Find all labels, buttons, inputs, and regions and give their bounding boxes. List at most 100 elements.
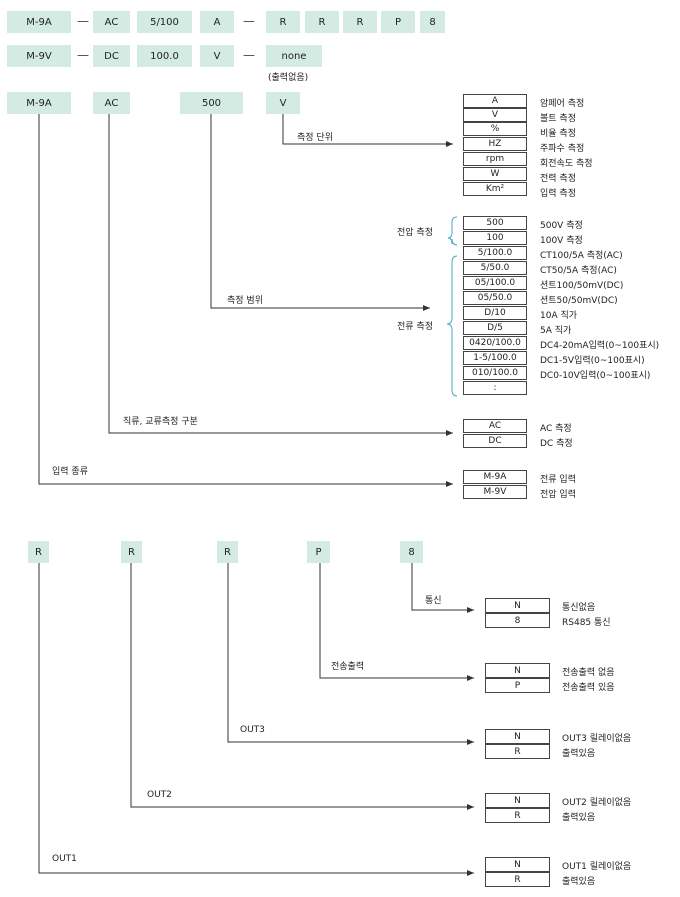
unit-cell: A — [463, 94, 527, 108]
code-chip: AC — [93, 11, 130, 33]
out3-chip: R — [217, 541, 238, 563]
voltage-label: 전압 측정 — [397, 228, 433, 238]
out2-label: OUT2 — [147, 790, 172, 800]
range-cell: 5/50.0 — [463, 261, 527, 275]
comm-line — [411, 562, 474, 613]
unit-chip: V — [266, 92, 300, 114]
out1-chip: R — [28, 541, 49, 563]
model-chip: M-9A — [7, 92, 71, 114]
unit-cell: % — [463, 122, 527, 136]
range-cell: D/5 — [463, 321, 527, 335]
acdc-desc: DC 측정 — [540, 439, 573, 449]
input-line — [38, 113, 453, 487]
unit-desc: 전력 측정 — [540, 174, 576, 184]
input-cell: M-9V — [463, 485, 527, 499]
code-chip: P — [381, 11, 415, 33]
range-desc: CT100/5A 측정(AC) — [540, 251, 623, 261]
unit-cell: Km² — [463, 182, 527, 196]
range-cell: 010/100.0 — [463, 366, 527, 380]
out1-line — [38, 562, 474, 876]
unit-desc: 주파수 측정 — [540, 144, 585, 154]
current-label: 전류 측정 — [397, 322, 433, 332]
range-desc: DC1-5V입력(0~100표시) — [540, 356, 645, 366]
unit-line — [282, 113, 453, 147]
trans-line — [319, 562, 474, 681]
comm-label: 통신 — [425, 596, 442, 606]
range-cell: 500 — [463, 216, 527, 230]
trans-cell: P — [485, 678, 550, 693]
out1-cell: N — [485, 857, 550, 872]
code-chip: R — [305, 11, 339, 33]
acdc-line — [108, 113, 453, 436]
dash: — — [77, 14, 89, 28]
code-chip: 8 — [420, 11, 445, 33]
out2-cell: N — [485, 793, 550, 808]
code-chip: V — [200, 45, 234, 67]
code-chip: R — [343, 11, 377, 33]
out2-chip: R — [121, 541, 142, 563]
out2-line — [130, 562, 474, 810]
out2-desc: 출력있음 — [562, 813, 596, 823]
range-line — [210, 113, 430, 311]
comm-chip: 8 — [400, 541, 423, 563]
unit-cell: HZ — [463, 137, 527, 151]
unit-desc: 볼트 측정 — [540, 114, 576, 124]
code-chip: A — [200, 11, 234, 33]
range-desc: 션트100/50mV(DC) — [540, 281, 624, 291]
code-chip: M-9V — [7, 45, 71, 67]
range-desc: 션트50/50mV(DC) — [540, 296, 618, 306]
acdc-label: 직류, 교류측정 구분 — [123, 417, 198, 427]
out1-desc: 출력있음 — [562, 877, 596, 887]
trans-chip: P — [307, 541, 330, 563]
out1-desc: OUT1 릴레이없음 — [562, 862, 632, 872]
range-cell: 05/100.0 — [463, 276, 527, 290]
range-desc: 10A 직가 — [540, 311, 578, 321]
code-chip: 100.0 — [137, 45, 192, 67]
dash: — — [77, 48, 89, 62]
out2-cell: R — [485, 808, 550, 823]
out1-cell: R — [485, 872, 550, 887]
unit-desc: 입력 측정 — [540, 189, 576, 199]
out3-cell: N — [485, 729, 550, 744]
code-chip: M-9A — [7, 11, 71, 33]
unit-desc: 비율 측정 — [540, 129, 576, 139]
unit-cell: rpm — [463, 152, 527, 166]
comm-cell: 8 — [485, 613, 550, 628]
acdc-cell: AC — [463, 419, 527, 433]
trans-label: 전송출력 — [331, 662, 365, 672]
input-label: 입력 종류 — [52, 467, 88, 477]
out3-desc: OUT3 릴레이없음 — [562, 734, 632, 744]
out3-cell: R — [485, 744, 550, 759]
out3-label: OUT3 — [240, 725, 265, 735]
range-cell: D/10 — [463, 306, 527, 320]
comm-cell: N — [485, 598, 550, 613]
range-label: 측정 범위 — [227, 296, 263, 306]
current-brace — [446, 255, 458, 397]
range-cell: 1-5/100.0 — [463, 351, 527, 365]
range-desc: 500V 측정 — [540, 221, 583, 231]
out3-line — [227, 562, 474, 745]
comm-desc: RS485 통신 — [562, 618, 611, 628]
out1-label: OUT1 — [52, 854, 77, 864]
range-cell: 100 — [463, 231, 527, 245]
range-chip: 500 — [180, 92, 243, 114]
unit-desc: 암페어 측정 — [540, 99, 585, 109]
unit-cell: W — [463, 167, 527, 181]
unit-desc: 회전속도 측정 — [540, 159, 593, 169]
range-desc: CT50/5A 측정(AC) — [540, 266, 617, 276]
range-desc: DC4-20mA입력(0~100표시) — [540, 341, 660, 351]
trans-desc: 전송출력 있음 — [562, 683, 615, 693]
input-cell: M-9A — [463, 470, 527, 484]
acdc-chip: AC — [93, 92, 130, 114]
code-chip: 5/100 — [137, 11, 192, 33]
range-cell: 0420/100.0 — [463, 336, 527, 350]
code-chip: R — [266, 11, 300, 33]
acdc-desc: AC 측정 — [540, 424, 572, 434]
range-desc: 5A 직가 — [540, 326, 572, 336]
voltage-brace — [447, 216, 458, 246]
unit-label: 측정 단위 — [297, 133, 333, 143]
range-cell: : — [463, 381, 527, 395]
none-note: (출력없음) — [268, 73, 309, 83]
out2-desc: OUT2 릴레이없음 — [562, 798, 632, 808]
